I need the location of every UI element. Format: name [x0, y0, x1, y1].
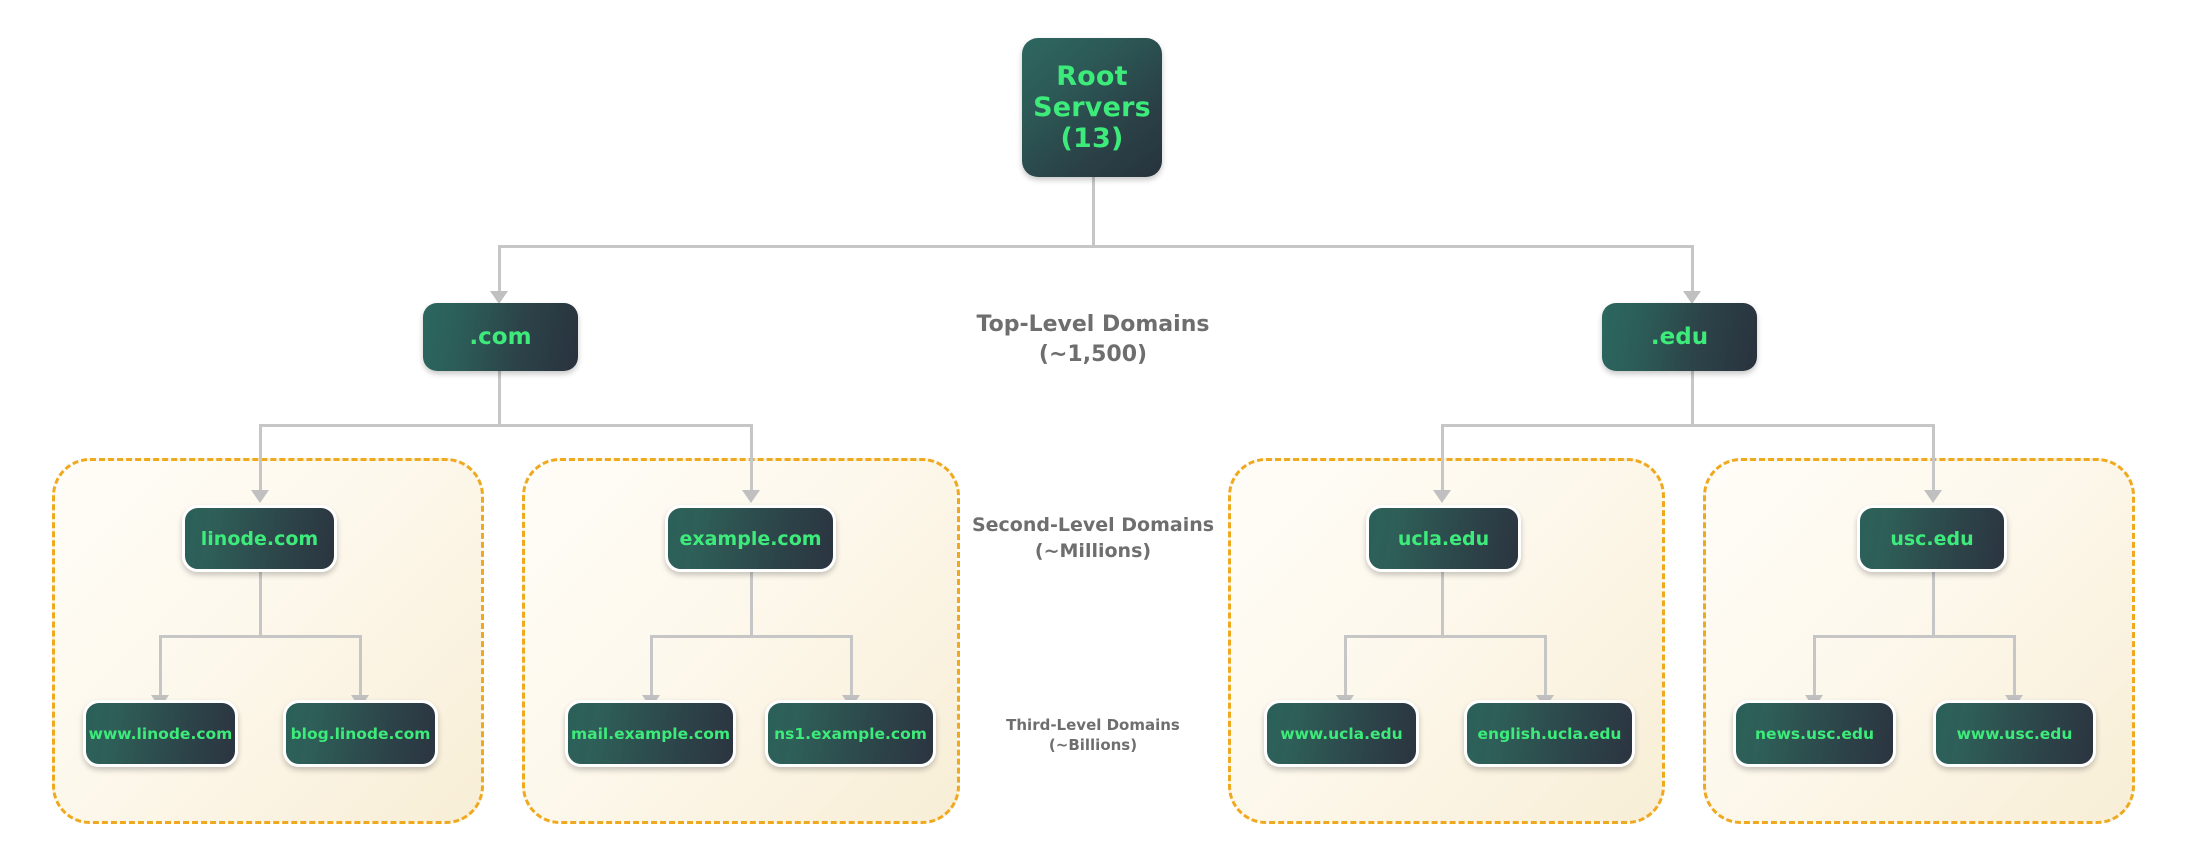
node-tld3-english-ucla-edu[interactable]: english.ucla.edu	[1464, 700, 1635, 767]
connector-to-usc	[1932, 424, 1935, 493]
node-tld-edu[interactable]: .edu	[1602, 303, 1757, 371]
connector-to-www-linode	[159, 635, 162, 698]
node-tld3-mail-example-com[interactable]: mail.example.com	[565, 700, 736, 767]
connector-to-example	[750, 424, 753, 493]
connector-ucla-bus	[1344, 635, 1547, 638]
node-root-servers[interactable]: Root Servers (13)	[1022, 38, 1162, 177]
connector-to-news-usc	[1813, 635, 1816, 698]
connector-to-edu	[1691, 245, 1694, 294]
node-tld3-www-ucla-edu[interactable]: www.ucla.edu	[1264, 700, 1419, 767]
connector-to-com	[498, 245, 501, 294]
connector-tld-bus	[498, 245, 1694, 248]
connector-to-www-ucla	[1344, 635, 1347, 698]
connector-root-stem	[1092, 177, 1095, 247]
connector-usc-bus	[1813, 635, 2016, 638]
connector-to-www-usc	[2013, 635, 2016, 698]
node-tld3-blog-linode-com[interactable]: blog.linode.com	[283, 700, 438, 767]
caption-third-level-domains: Third-Level Domains (~Billions)	[1006, 716, 1180, 755]
connector-example-bus	[650, 635, 853, 638]
connector-com-stem	[498, 371, 501, 426]
connector-linode-stem	[259, 572, 262, 637]
node-sld-ucla-edu[interactable]: ucla.edu	[1366, 505, 1521, 572]
arrowhead-to-linode	[251, 490, 269, 503]
node-sld-example-com[interactable]: example.com	[665, 505, 836, 572]
connector-example-stem	[750, 572, 753, 637]
connector-ucla-stem	[1441, 572, 1444, 637]
connector-usc-stem	[1932, 572, 1935, 637]
connector-to-english-ucla	[1544, 635, 1547, 698]
caption-second-level-domains: Second-Level Domains (~Millions)	[971, 514, 1215, 562]
arrowhead-to-edu	[1683, 291, 1701, 304]
connector-to-linode	[259, 424, 262, 493]
arrowhead-to-usc	[1924, 490, 1942, 503]
node-tld-com[interactable]: .com	[423, 303, 578, 371]
connector-to-ucla	[1441, 424, 1444, 493]
connector-edu-stem	[1691, 371, 1694, 426]
arrowhead-to-com	[490, 291, 508, 304]
node-tld3-www-usc-edu[interactable]: www.usc.edu	[1933, 700, 2096, 767]
caption-top-level-domains: Top-Level Domains (~1,500)	[976, 312, 1210, 367]
arrowhead-to-ucla	[1433, 490, 1451, 503]
connector-com-bus	[259, 424, 753, 427]
connector-to-mail-example	[650, 635, 653, 698]
node-tld3-ns1-example-com[interactable]: ns1.example.com	[765, 700, 936, 767]
node-sld-linode-com[interactable]: linode.com	[182, 505, 337, 572]
node-tld3-news-usc-edu[interactable]: news.usc.edu	[1733, 700, 1896, 767]
connector-to-blog-linode	[359, 635, 362, 698]
connector-linode-bus	[159, 635, 362, 638]
connector-to-ns1-example	[850, 635, 853, 698]
node-tld3-www-linode-com[interactable]: www.linode.com	[83, 700, 238, 767]
arrowhead-to-example	[742, 490, 760, 503]
node-sld-usc-edu[interactable]: usc.edu	[1857, 505, 2007, 572]
connector-edu-bus	[1441, 424, 1935, 427]
